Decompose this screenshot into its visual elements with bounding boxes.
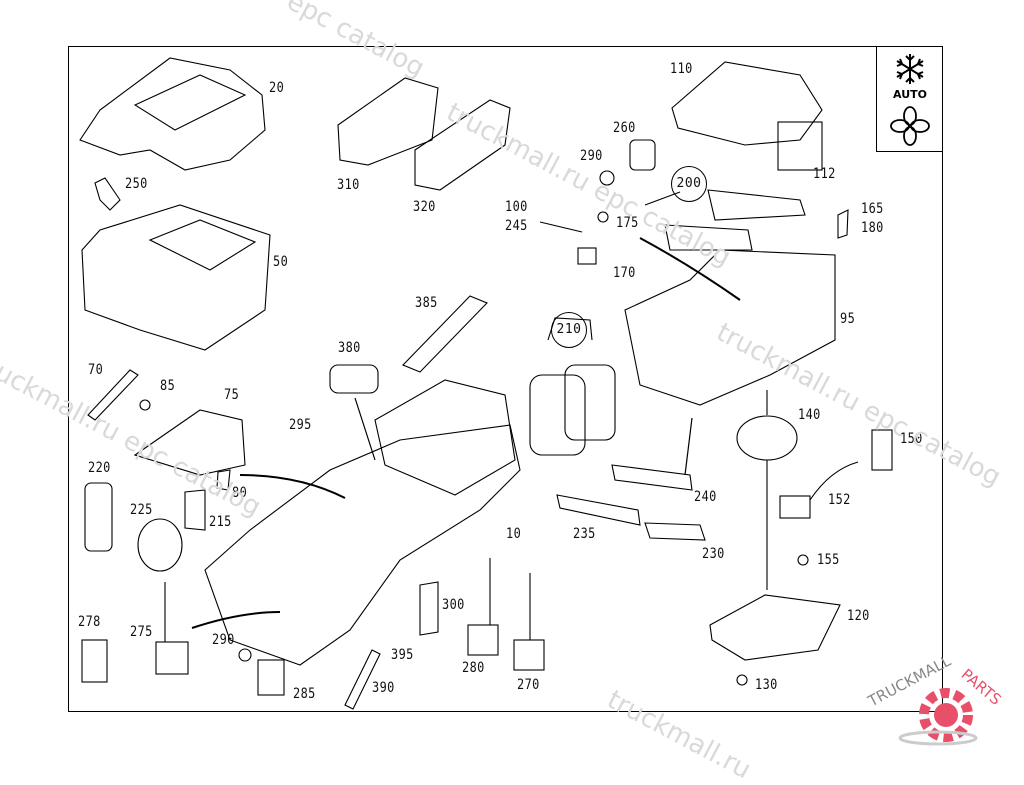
part-label-circled[interactable]: 210	[551, 312, 587, 348]
part-label[interactable]: 20	[269, 80, 285, 96]
part-label[interactable]: 290	[212, 632, 235, 648]
part-label[interactable]: 165	[861, 201, 884, 217]
part-label-circled[interactable]: 200	[671, 166, 707, 202]
part-label[interactable]: 120	[847, 608, 870, 624]
auto-label: AUTO	[893, 88, 927, 101]
part-225-filter	[137, 518, 183, 572]
part-220-grommet	[84, 482, 113, 552]
part-310-panel	[337, 77, 439, 166]
part-label[interactable]: 95	[840, 311, 856, 327]
part-label[interactable]: 75	[224, 387, 240, 403]
part-210-seal-b	[564, 364, 616, 441]
part-320-duct	[414, 99, 511, 191]
part-label[interactable]: 385	[415, 295, 438, 311]
part-label[interactable]: 240	[694, 489, 717, 505]
part-10-main-housing	[204, 424, 521, 666]
part-label[interactable]: 100	[505, 199, 528, 215]
snowflake-icon	[896, 54, 924, 84]
part-label[interactable]: 320	[413, 199, 436, 215]
part-label[interactable]: 380	[338, 340, 361, 356]
part-label[interactable]: 280	[462, 660, 485, 676]
part-label[interactable]: 290	[580, 148, 603, 164]
part-210-seal-a	[529, 374, 586, 456]
part-280-actuator	[467, 624, 499, 656]
part-label[interactable]: 220	[88, 460, 111, 476]
part-label[interactable]: 285	[293, 686, 316, 702]
truckmall-logo: TRUCKMALL PARTS	[858, 652, 1024, 750]
part-278-actuator	[81, 639, 108, 683]
part-275-actuator	[155, 641, 189, 675]
part-270-actuator	[513, 639, 545, 671]
part-label[interactable]: 225	[130, 502, 153, 518]
part-label[interactable]: 295	[289, 417, 312, 433]
part-380-seal	[329, 364, 379, 394]
part-20-housing	[79, 57, 266, 171]
part-label[interactable]: 278	[78, 614, 101, 630]
part-390-tube	[344, 649, 381, 710]
part-label[interactable]: 50	[273, 254, 289, 270]
part-112-grille	[777, 121, 823, 171]
part-285-motor	[257, 659, 285, 696]
part-label[interactable]: 110	[670, 61, 693, 77]
part-label[interactable]: 270	[517, 677, 540, 693]
part-250-bracket	[94, 177, 121, 211]
gear-icon	[898, 688, 978, 746]
part-label[interactable]: 85	[160, 378, 176, 394]
parts-drawing	[79, 57, 893, 710]
part-label[interactable]: 80	[232, 485, 248, 501]
part-label[interactable]: 235	[573, 526, 596, 542]
part-label[interactable]: 175	[616, 215, 639, 231]
part-label[interactable]: 310	[337, 177, 360, 193]
fan-icon	[890, 106, 930, 146]
part-385-seal	[402, 295, 488, 373]
part-label[interactable]: 130	[755, 677, 778, 693]
part-label[interactable]: 155	[817, 552, 840, 568]
part-label[interactable]: 150	[900, 431, 923, 447]
part-label[interactable]: 275	[130, 624, 153, 640]
part-70-lever	[87, 369, 139, 421]
part-label[interactable]: 170	[613, 265, 636, 281]
part-200-filter-b	[664, 224, 753, 251]
part-label[interactable]: 245	[505, 218, 528, 234]
part-235-channel	[556, 494, 641, 526]
part-230-bracket	[644, 522, 706, 541]
part-label[interactable]: 112	[813, 166, 836, 182]
part-170-sensor	[577, 247, 597, 265]
part-152-regulator	[779, 495, 811, 519]
part-150-resistor	[871, 429, 893, 471]
part-label[interactable]: 10	[506, 526, 522, 542]
part-110-cover	[671, 61, 823, 146]
part-label[interactable]: 152	[828, 492, 851, 508]
part-140-blower	[736, 415, 798, 461]
part-95-blower-housing	[624, 249, 836, 406]
part-label[interactable]: 260	[613, 120, 636, 136]
part-200-filter-a	[707, 189, 806, 221]
part-label[interactable]: 140	[798, 407, 821, 423]
part-label[interactable]: 395	[391, 647, 414, 663]
diagram-frame	[68, 46, 943, 712]
part-240-channel	[611, 464, 693, 491]
part-120-base	[709, 594, 841, 661]
part-260-actuator	[629, 139, 656, 171]
part-label[interactable]: 215	[209, 514, 232, 530]
part-300-plate	[419, 581, 439, 636]
part-label[interactable]: 300	[442, 597, 465, 613]
part-label[interactable]: 180	[861, 220, 884, 236]
part-label[interactable]: 230	[702, 546, 725, 562]
part-label[interactable]: 70	[88, 362, 104, 378]
part-label[interactable]: 250	[125, 176, 148, 192]
part-50-housing	[81, 204, 271, 351]
part-75-duct	[133, 409, 246, 476]
part-label[interactable]: 390	[372, 680, 395, 696]
legend-box: AUTO	[876, 46, 943, 152]
